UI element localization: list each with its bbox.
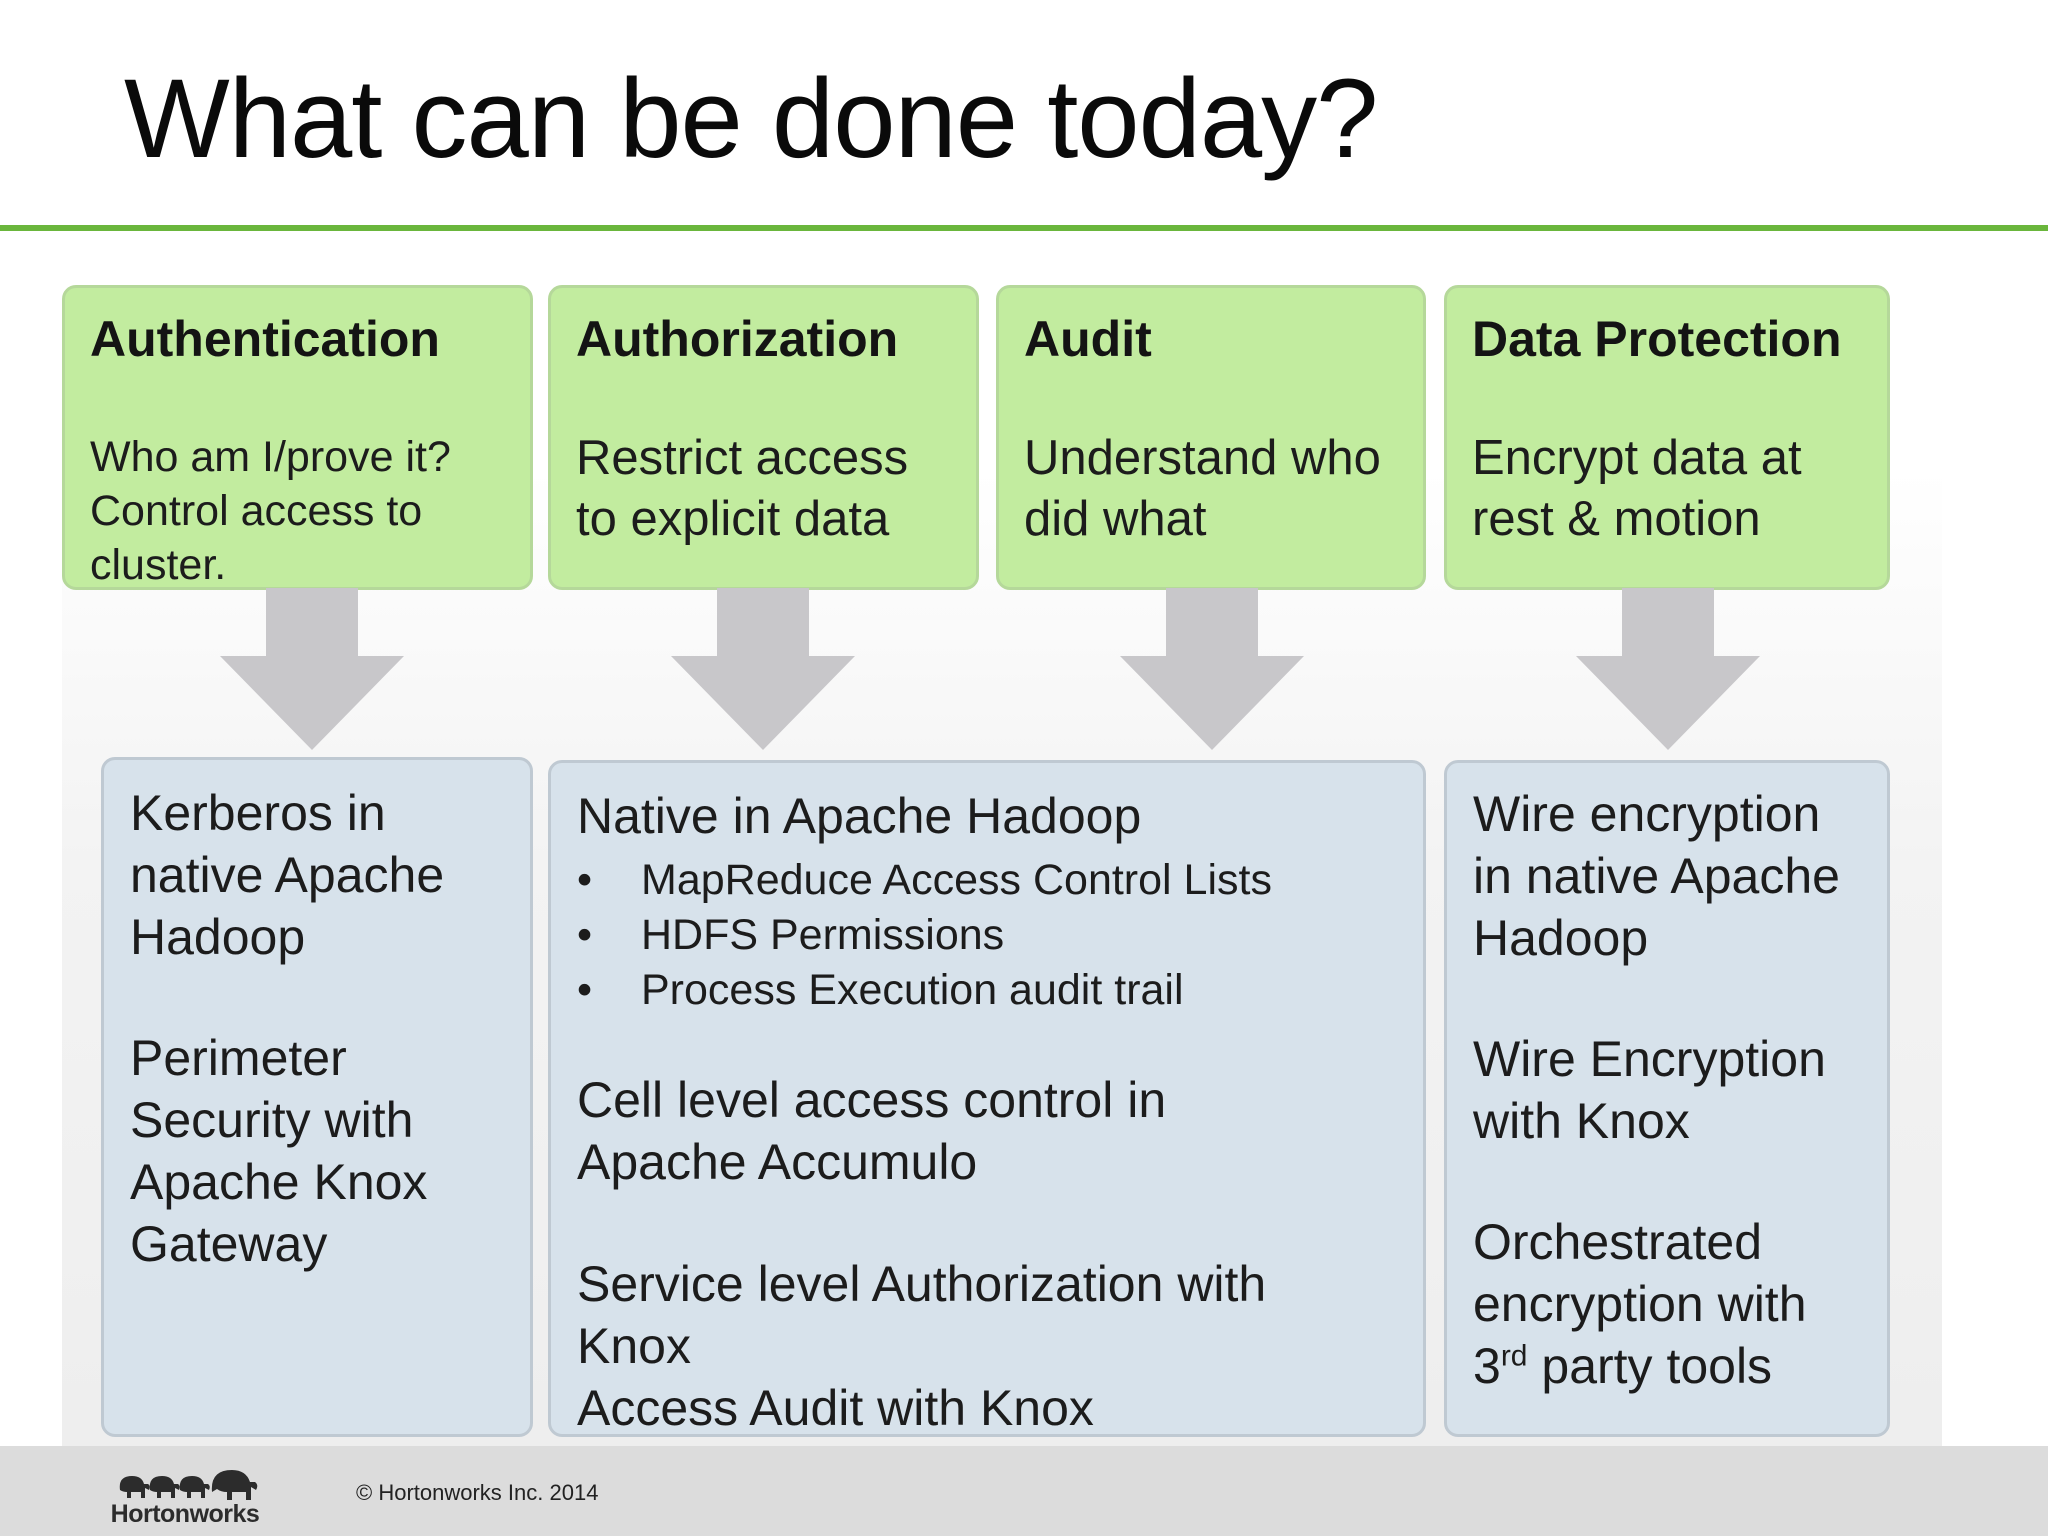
pillar-audit: Audit Understand who did what [996,285,1426,590]
copyright-text: © Hortonworks Inc. 2014 [356,1480,599,1505]
list-item: MapReduce Access Control Lists [577,853,1272,908]
pillar-title: Authentication [90,311,440,367]
pillar-description: Restrict access to explicit data [576,431,909,546]
solution-text: Wire encryption in native Apache Hadoop [1473,786,1840,966]
title-divider [0,225,2048,231]
list-item: HDFS Permissions [577,908,1272,963]
solution-text: Kerberos in native Apache Hadoop [130,785,445,965]
elephant-herd-icon [119,1470,258,1500]
bullet-list: MapReduce Access Control Lists HDFS Perm… [577,853,1272,1018]
pillar-description: Understand who did what [1024,431,1381,546]
pillar-title: Data Protection [1472,311,1842,367]
down-arrow-icon [1576,588,1760,750]
down-arrow-icon [671,588,855,750]
down-arrow-icon [1120,588,1304,750]
solution-text: Service level Authorization with Knox Ac… [577,1256,1267,1436]
solution-heading: Native in Apache Hadoop [577,788,1142,844]
hortonworks-logo: Hortonworks [100,1464,270,1528]
solution-text: Cell level access control in Apache Accu… [577,1072,1167,1190]
solution-text: Wire Encryption with Knox [1473,1031,1826,1149]
pillar-title: Audit [1024,311,1152,367]
solution-text: Orchestrated encryption with 3rd party t… [1473,1214,1807,1394]
solution-authentication: Kerberos in native Apache Hadoop Perimet… [101,757,533,1437]
slide-footer: Hortonworks © Hortonworks Inc. 2014 [0,1446,2048,1536]
solution-authorization-audit: Native in Apache Hadoop MapReduce Access… [548,760,1426,1437]
pillar-description: Who am I/prove it? Control access to clu… [90,433,451,589]
solution-text: Perimeter Security with Apache Knox Gate… [130,1030,428,1272]
solution-data-protection: Wire encryption in native Apache Hadoop … [1444,760,1890,1437]
pillar-authentication: Authentication Who am I/prove it? Contro… [62,285,533,590]
slide-title: What can be done today? [124,56,1378,181]
pillar-data-protection: Data Protection Encrypt data at rest & m… [1444,285,1890,590]
list-item: Process Execution audit trail [577,963,1272,1018]
down-arrow-icon [220,588,404,750]
pillar-authorization: Authorization Restrict access to explici… [548,285,979,590]
pillar-description: Encrypt data at rest & motion [1472,431,1802,546]
logo-wordmark: Hortonworks [110,1500,260,1528]
pillar-title: Authorization [576,311,899,367]
